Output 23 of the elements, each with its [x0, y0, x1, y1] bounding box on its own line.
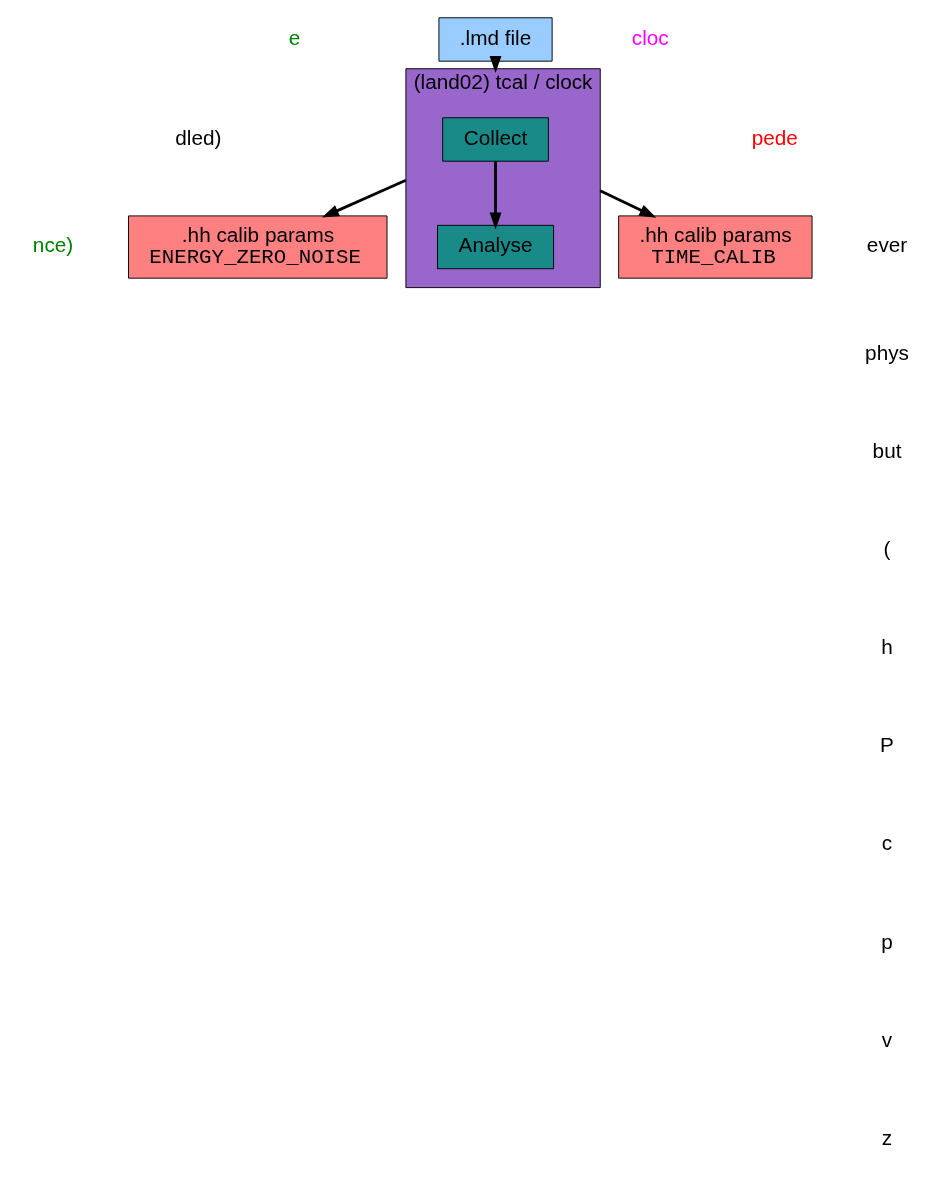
label: pede [751, 125, 798, 149]
node-box: Collect [442, 117, 549, 162]
label: dled) [175, 125, 222, 149]
label: v [881, 1027, 893, 1051]
label: c [881, 831, 893, 855]
label: ever [866, 233, 908, 257]
label: but [872, 438, 902, 462]
label: cloc [631, 25, 669, 49]
arrow [599, 189, 657, 218]
node-box: .hh calib params ENERGY_ZERO_NOISE [128, 215, 388, 279]
label: h [881, 635, 893, 659]
label: z [881, 1125, 893, 1149]
label: nce) [32, 233, 74, 257]
arrow [489, 56, 502, 73]
label: phys [865, 340, 909, 364]
label: P [880, 733, 894, 757]
label: ( [883, 537, 891, 561]
label: e [288, 25, 301, 49]
arrow [489, 161, 502, 230]
node-box: Analyse [437, 224, 554, 270]
label: p [881, 929, 893, 953]
arrow [321, 178, 407, 218]
node-box: .hh calib params TIME_CALIB [618, 215, 813, 279]
